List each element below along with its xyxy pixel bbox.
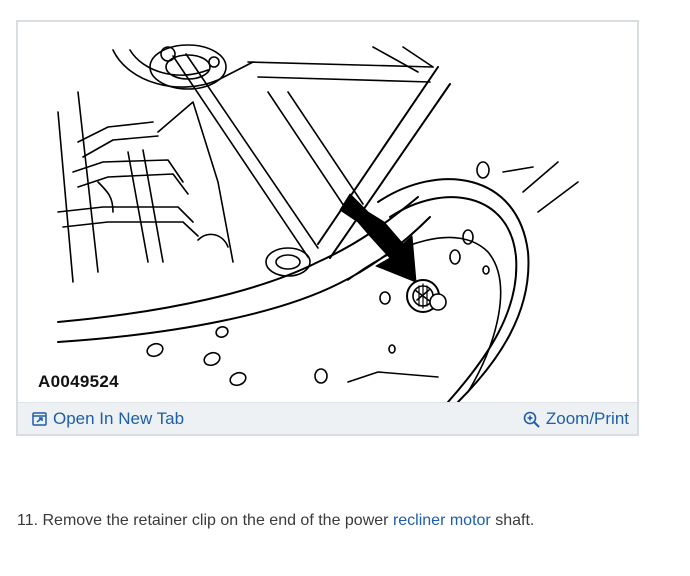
step-text-suffix: shaft. bbox=[490, 512, 535, 529]
open-new-tab-icon bbox=[32, 412, 47, 426]
zoom-print-label: Zoom/Print bbox=[545, 409, 629, 428]
open-in-new-tab-link[interactable]: Open In New Tab bbox=[32, 409, 184, 429]
open-in-new-tab-label: Open In New Tab bbox=[53, 409, 185, 428]
magnifier-plus-icon bbox=[523, 411, 540, 428]
step-instruction: 11. Remove the retainer clip on the end … bbox=[17, 512, 534, 530]
recliner-motor-link[interactable]: recliner motor bbox=[392, 512, 491, 529]
diagram-illustration: A0049524 bbox=[18, 22, 637, 402]
zoom-print-link[interactable]: Zoom/Print bbox=[523, 409, 629, 429]
step-text-prefix: 11. Remove the retainer clip on the end … bbox=[17, 512, 393, 529]
figure-toolbar: Open In New Tab Zoom/Print bbox=[18, 402, 637, 434]
figure-card: A0049524 Open In New Tab Zoom/Print bbox=[16, 20, 639, 436]
figure-id-label: A0049524 bbox=[38, 372, 119, 391]
